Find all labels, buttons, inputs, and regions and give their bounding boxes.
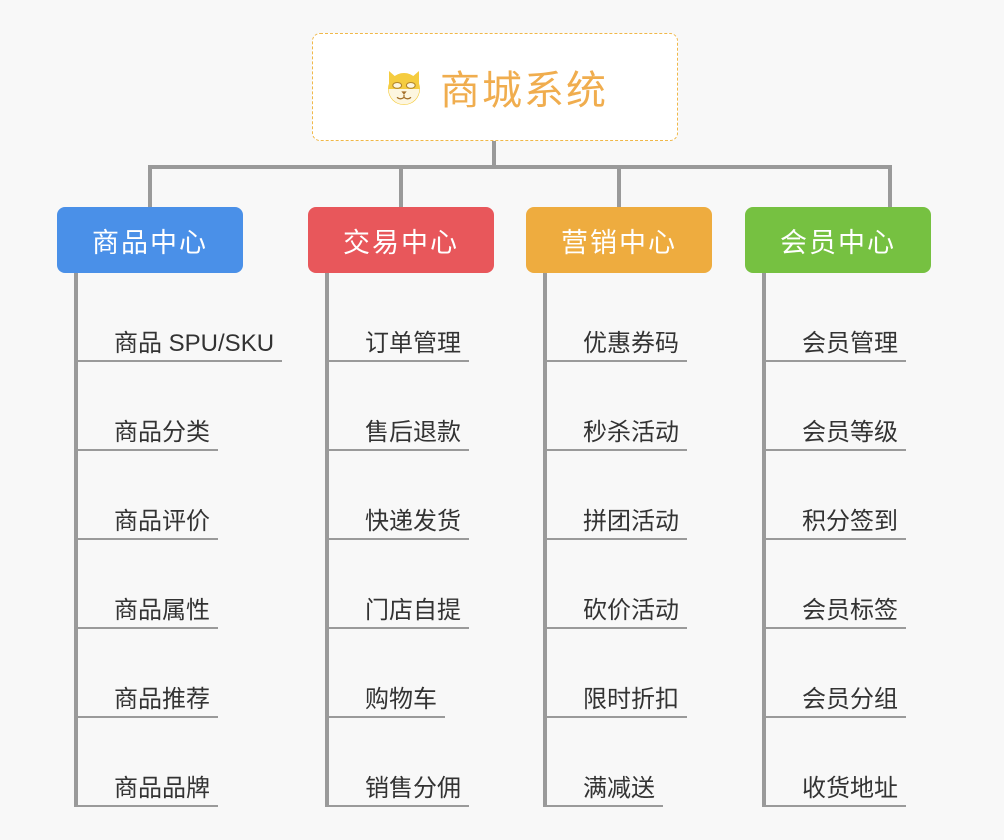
- leaf-label: 秒杀活动: [547, 412, 687, 451]
- leaf-underline: [766, 538, 906, 540]
- leaf-underline: [78, 449, 218, 451]
- leaf-item[interactable]: 门店自提: [329, 540, 494, 629]
- leaf-item[interactable]: 会员标签: [766, 540, 931, 629]
- leaf-underline: [766, 627, 906, 629]
- leaf-underline: [329, 627, 469, 629]
- leaf-underline: [78, 538, 218, 540]
- leaf-label: 拼团活动: [547, 501, 687, 540]
- leaf-underline: [78, 360, 282, 362]
- leaf-item[interactable]: 商品推荐: [78, 629, 243, 718]
- leaf-item[interactable]: 收货地址: [766, 718, 931, 807]
- branch-column-4: 会员中心 会员管理 会员等级 积分签到 会员标签 会员分组 收货地址: [745, 207, 931, 807]
- leaf-label: 快递发货: [329, 501, 469, 540]
- leaf-underline: [766, 360, 906, 362]
- leaf-underline: [547, 716, 687, 718]
- leaf-list-2: 订单管理 售后退款 快递发货 门店自提 购物车 销售分佣: [325, 273, 494, 807]
- leaf-item[interactable]: 会员等级: [766, 362, 931, 451]
- leaf-item[interactable]: 商品属性: [78, 540, 243, 629]
- leaf-label: 商品品牌: [78, 768, 218, 807]
- leaf-label: 积分签到: [766, 501, 906, 540]
- leaf-label: 商品属性: [78, 590, 218, 629]
- leaf-list-3: 优惠券码 秒杀活动 拼团活动 砍价活动 限时折扣 满减送: [543, 273, 712, 807]
- leaf-label: 砍价活动: [547, 590, 687, 629]
- leaf-item[interactable]: 秒杀活动: [547, 362, 712, 451]
- leaf-item[interactable]: 砍价活动: [547, 540, 712, 629]
- branch-header-label-1: 商品中心: [92, 227, 208, 258]
- root-title: 商城系统: [440, 69, 608, 113]
- connector-drop-1: [148, 165, 152, 207]
- leaf-item[interactable]: 会员管理: [766, 273, 931, 362]
- leaf-underline: [547, 449, 687, 451]
- leaf-item[interactable]: 快递发货: [329, 451, 494, 540]
- leaf-label: 商品推荐: [78, 679, 218, 718]
- leaf-label: 购物车: [329, 679, 445, 718]
- leaf-list-1: 商品 SPU/SKU 商品分类 商品评价 商品属性 商品推荐 商品品牌: [74, 273, 282, 807]
- branch-header-label-4: 会员中心: [780, 227, 896, 258]
- leaf-underline: [766, 449, 906, 451]
- leaf-item[interactable]: 满减送: [547, 718, 712, 807]
- branch-header-label-2: 交易中心: [343, 227, 459, 258]
- leaf-underline: [329, 360, 469, 362]
- leaf-list-4: 会员管理 会员等级 积分签到 会员标签 会员分组 收货地址: [762, 273, 931, 807]
- leaf-underline: [766, 805, 906, 807]
- connector-drop-2: [399, 165, 403, 207]
- leaf-underline: [329, 716, 445, 718]
- leaf-label: 会员分组: [766, 679, 906, 718]
- leaf-item[interactable]: 会员分组: [766, 629, 931, 718]
- leaf-label: 订单管理: [329, 323, 469, 362]
- leaf-item[interactable]: 购物车: [329, 629, 494, 718]
- leaf-item[interactable]: 订单管理: [329, 273, 494, 362]
- leaf-item[interactable]: 商品 SPU/SKU: [78, 273, 282, 362]
- leaf-item[interactable]: 销售分佣: [329, 718, 494, 807]
- branch-column-3: 营销中心 优惠券码 秒杀活动 拼团活动 砍价活动 限时折扣 满减送: [526, 207, 712, 807]
- leaf-label: 售后退款: [329, 412, 469, 451]
- leaf-underline: [78, 716, 218, 718]
- leaf-underline: [547, 360, 687, 362]
- leaf-label: 会员标签: [766, 590, 906, 629]
- leaf-label: 销售分佣: [329, 768, 469, 807]
- connector-drop-3: [617, 165, 621, 207]
- leaf-item[interactable]: 商品评价: [78, 451, 243, 540]
- branch-header-4[interactable]: 会员中心: [745, 207, 931, 273]
- leaf-label: 会员等级: [766, 412, 906, 451]
- branch-header-1[interactable]: 商品中心: [57, 207, 243, 273]
- leaf-item[interactable]: 拼团活动: [547, 451, 712, 540]
- leaf-label: 商品评价: [78, 501, 218, 540]
- connector-root-stem: [492, 141, 496, 168]
- leaf-item[interactable]: 售后退款: [329, 362, 494, 451]
- branch-column-2: 交易中心 订单管理 售后退款 快递发货 门店自提 购物车 销售分佣: [308, 207, 494, 807]
- leaf-underline: [547, 627, 687, 629]
- leaf-label: 门店自提: [329, 590, 469, 629]
- branch-header-2[interactable]: 交易中心: [308, 207, 494, 273]
- branch-header-label-3: 营销中心: [561, 227, 677, 258]
- leaf-underline: [329, 449, 469, 451]
- leaf-label: 优惠券码: [547, 323, 687, 362]
- branch-header-3[interactable]: 营销中心: [526, 207, 712, 273]
- leaf-item[interactable]: 优惠券码: [547, 273, 712, 362]
- leaf-item[interactable]: 商品品牌: [78, 718, 243, 807]
- leaf-underline: [766, 716, 906, 718]
- leaf-underline: [547, 538, 687, 540]
- leaf-label: 限时折扣: [547, 679, 687, 718]
- leaf-underline: [329, 538, 469, 540]
- branch-column-1: 商品中心 商品 SPU/SKU 商品分类 商品评价 商品属性 商品推荐 商品品牌: [57, 207, 282, 807]
- leaf-item[interactable]: 商品分类: [78, 362, 243, 451]
- leaf-label: 满减送: [547, 768, 663, 807]
- leaf-underline: [329, 805, 469, 807]
- leaf-label: 会员管理: [766, 323, 906, 362]
- connector-horizontal-bus: [148, 165, 892, 169]
- leaf-label: 收货地址: [766, 768, 906, 807]
- leaf-underline: [547, 805, 663, 807]
- leaf-label: 商品 SPU/SKU: [78, 323, 282, 362]
- leaf-item[interactable]: 限时折扣: [547, 629, 712, 718]
- leaf-label: 商品分类: [78, 412, 218, 451]
- leaf-underline: [78, 627, 218, 629]
- connector-drop-4: [888, 165, 892, 207]
- leaf-underline: [78, 805, 218, 807]
- dog-face-icon: [382, 65, 426, 109]
- root-node[interactable]: 商城系统: [312, 33, 678, 141]
- leaf-item[interactable]: 积分签到: [766, 451, 931, 540]
